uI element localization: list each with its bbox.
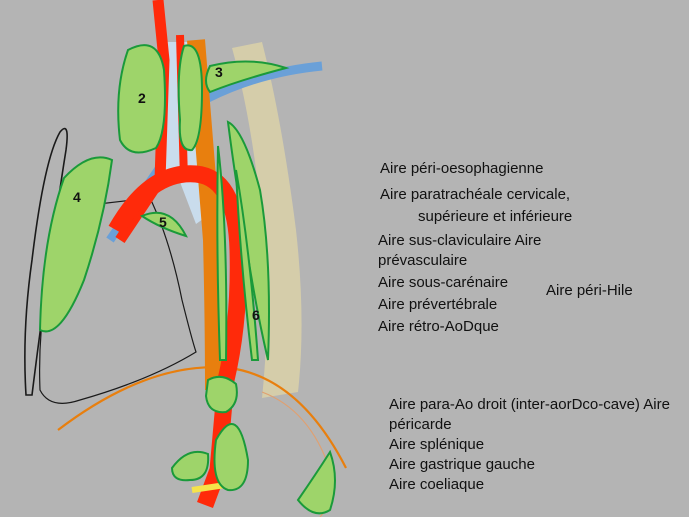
label-sous-carenaire: Aire sous-carénaire bbox=[378, 274, 509, 291]
zone-number-5: 5 bbox=[159, 214, 167, 230]
label-pericarde: péricarde bbox=[389, 416, 452, 433]
node-zone-3 bbox=[205, 60, 290, 94]
label-gastrique: Aire gastrique gauche bbox=[389, 456, 535, 473]
label-splenique: Aire splénique bbox=[389, 436, 485, 453]
label-peri-oesophagienne: Aire péri-oesophagienne bbox=[380, 160, 544, 177]
node-gastric bbox=[213, 423, 250, 492]
node-zone-2 bbox=[117, 44, 166, 154]
label-peri-hile: Aire péri-Hile bbox=[546, 282, 633, 299]
innominate-vein bbox=[205, 61, 323, 103]
node-zone-6b bbox=[216, 145, 228, 361]
node-coeliac bbox=[296, 449, 336, 515]
label-prevasculaire: prévasculaire bbox=[378, 252, 468, 269]
zone-number-6: 6 bbox=[252, 307, 260, 323]
node-zone-6c bbox=[235, 169, 260, 361]
node-zone-2b bbox=[177, 44, 204, 152]
zone-number-2: 2 bbox=[138, 90, 146, 106]
zone-number-3: 3 bbox=[215, 64, 223, 80]
label-prevertebrale: Aire prévertébrale bbox=[378, 296, 498, 313]
label-para-ao: Aire para-Ao droit (inter-aorDco-cave) A… bbox=[389, 396, 670, 413]
label-coeliaque: Aire coeliaque bbox=[389, 476, 485, 493]
label-sus-clav: Aire sus-claviculaire Aire bbox=[378, 232, 542, 249]
label-paratracheale-2: supérieure et inférieure bbox=[418, 208, 573, 225]
label-retro-aortique: Aire rétro-AoDque bbox=[378, 318, 499, 335]
node-zone-4 bbox=[38, 156, 114, 333]
aortic-arch bbox=[108, 165, 247, 508]
node-zone-5 bbox=[139, 211, 188, 238]
node-splenic bbox=[170, 450, 210, 482]
node-para-ao bbox=[204, 375, 238, 414]
vertebral-column bbox=[232, 42, 302, 398]
lung-outline bbox=[24, 127, 68, 396]
label-paratracheale: Aire paratrachéale cervicale, bbox=[380, 186, 571, 203]
zone-number-4: 4 bbox=[73, 189, 81, 205]
